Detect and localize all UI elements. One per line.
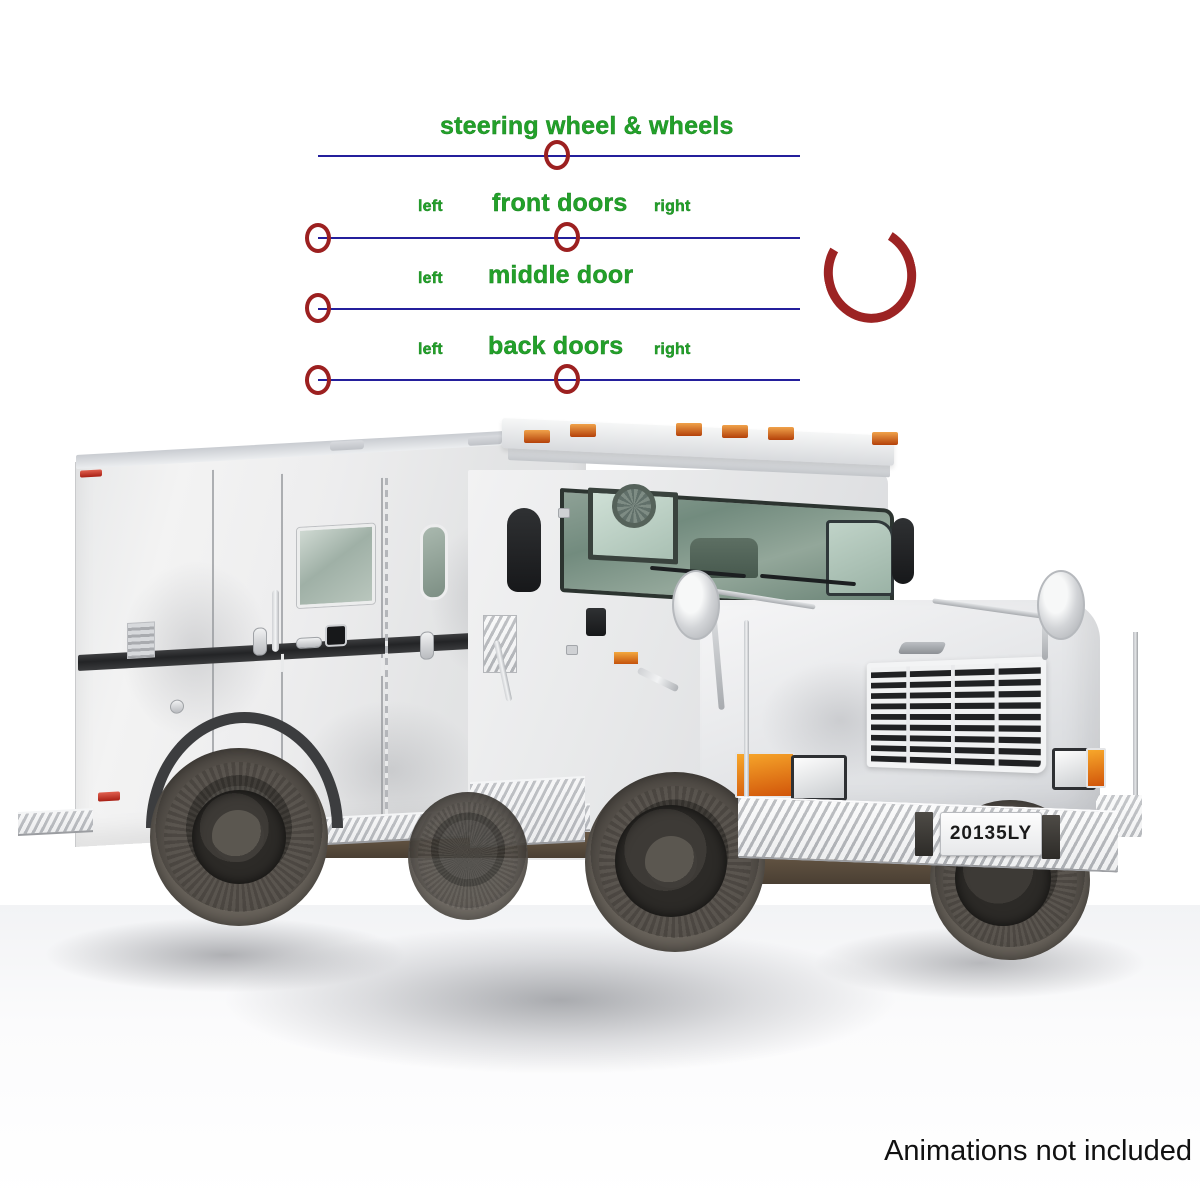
annotation-handle-back-door-left[interactable] — [305, 365, 331, 395]
left-headlight — [791, 755, 847, 801]
annotation-line-middle-door — [318, 308, 800, 310]
bar-marker-lamp — [722, 425, 748, 438]
license-plate: 20135LY — [940, 812, 1042, 856]
middle-door-latch — [253, 627, 267, 656]
annotation-title-middle-door: middle door — [488, 261, 634, 289]
gun-port — [327, 625, 345, 645]
bar-marker-lamp — [676, 423, 702, 436]
annotation-handle-steering-center[interactable] — [544, 140, 570, 170]
animations-note: Animations not included — [884, 1135, 1192, 1167]
hood-vent — [897, 642, 947, 654]
back-door-slot-window — [420, 523, 448, 601]
stripe-seam — [381, 657, 384, 676]
middle-door-window — [297, 523, 375, 608]
front-left-hubcap — [645, 836, 697, 888]
rear-left-hubcap — [212, 810, 264, 862]
annotation-label-middle-door-left: left — [418, 270, 443, 287]
cab-door-latch — [566, 645, 578, 655]
annotation-label-front-doors-left: left — [418, 198, 443, 215]
front-grille — [866, 656, 1047, 774]
bar-marker-lamp — [570, 424, 596, 437]
grille-divider — [994, 663, 999, 767]
fender-marker-light — [612, 650, 640, 666]
steering-wheel — [612, 484, 656, 528]
bar-marker-lamp — [524, 430, 550, 443]
middle-door-grab-bar — [272, 589, 279, 652]
roof-vent-icon — [468, 435, 502, 446]
annotation-title-front-doors: front doors — [492, 189, 628, 217]
annotation-handle-front-door-right[interactable] — [554, 222, 580, 252]
cab-pillar-intake — [892, 518, 914, 584]
annotation-label-front-doors-right: right — [654, 198, 691, 215]
cab-air-intake — [507, 508, 541, 592]
roof-vent-icon — [330, 440, 364, 451]
right-mirror-stay — [1042, 614, 1048, 660]
cab-door-latch — [558, 508, 570, 518]
bar-marker-lamp — [768, 427, 794, 440]
annotation-title-steering: steering wheel & wheels — [440, 112, 734, 140]
grille-divider — [951, 664, 955, 766]
bar-marker-lamp — [872, 432, 898, 445]
annotation-handle-front-door-left[interactable] — [305, 223, 331, 253]
plate-bracket-left — [915, 812, 933, 856]
annotation-label-back-doors-left: left — [418, 341, 443, 358]
annotation-handle-back-door-right[interactable] — [554, 364, 580, 394]
cab-door-window — [826, 520, 894, 596]
marker-light-red — [80, 469, 102, 478]
marker-light-red — [98, 791, 120, 802]
middle-door-handle — [296, 636, 322, 649]
rear-right-wheel — [408, 792, 528, 920]
rear-step — [18, 808, 93, 836]
door-hinge-strip — [385, 477, 388, 856]
fender-vent — [586, 608, 606, 636]
hood-stanchion — [744, 620, 749, 800]
annotation-handle-middle-door-left[interactable] — [305, 293, 331, 323]
side-louver-vent — [127, 621, 155, 659]
right-mirror — [1037, 570, 1085, 640]
left-mirror — [672, 570, 720, 640]
annotation-label-back-doors-right: right — [654, 341, 691, 358]
plate-bracket-right — [1042, 815, 1060, 859]
back-door-latch — [420, 631, 434, 660]
stripe-seam — [281, 653, 284, 672]
right-turn-signal — [1086, 748, 1106, 788]
grille-divider — [906, 666, 910, 764]
antenna — [1133, 632, 1138, 802]
annotation-title-back-doors: back doors — [488, 332, 624, 360]
